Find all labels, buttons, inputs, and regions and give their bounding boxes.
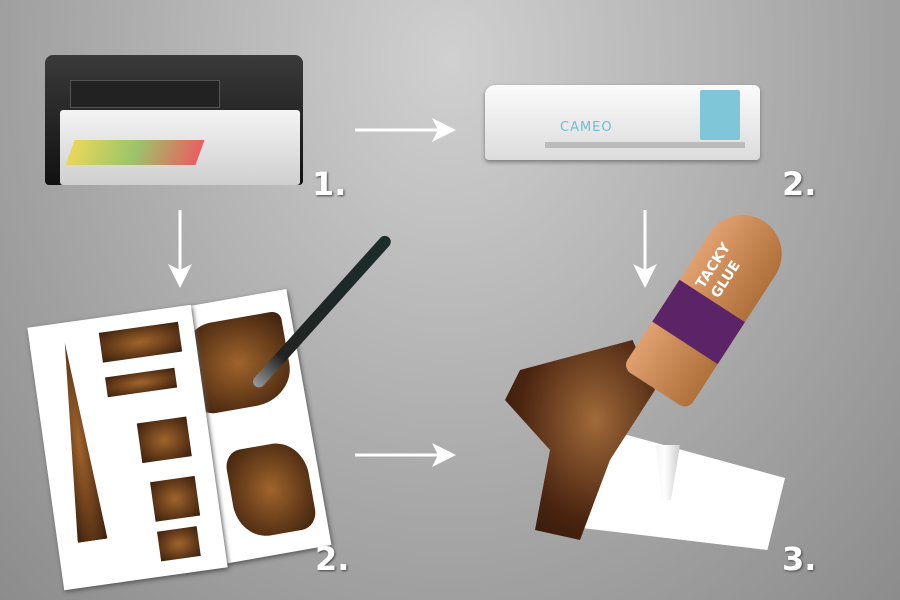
cutter-slot <box>545 142 745 148</box>
step-label-2: 2. <box>782 165 817 203</box>
cutter-screen <box>700 90 740 140</box>
printer-control-panel <box>70 80 220 108</box>
step-label-3: 3. <box>782 540 817 578</box>
step-label-2b: 2. <box>315 540 350 578</box>
cameo-logo: CAMEO <box>560 120 613 135</box>
step-label-1: 1. <box>312 165 347 203</box>
